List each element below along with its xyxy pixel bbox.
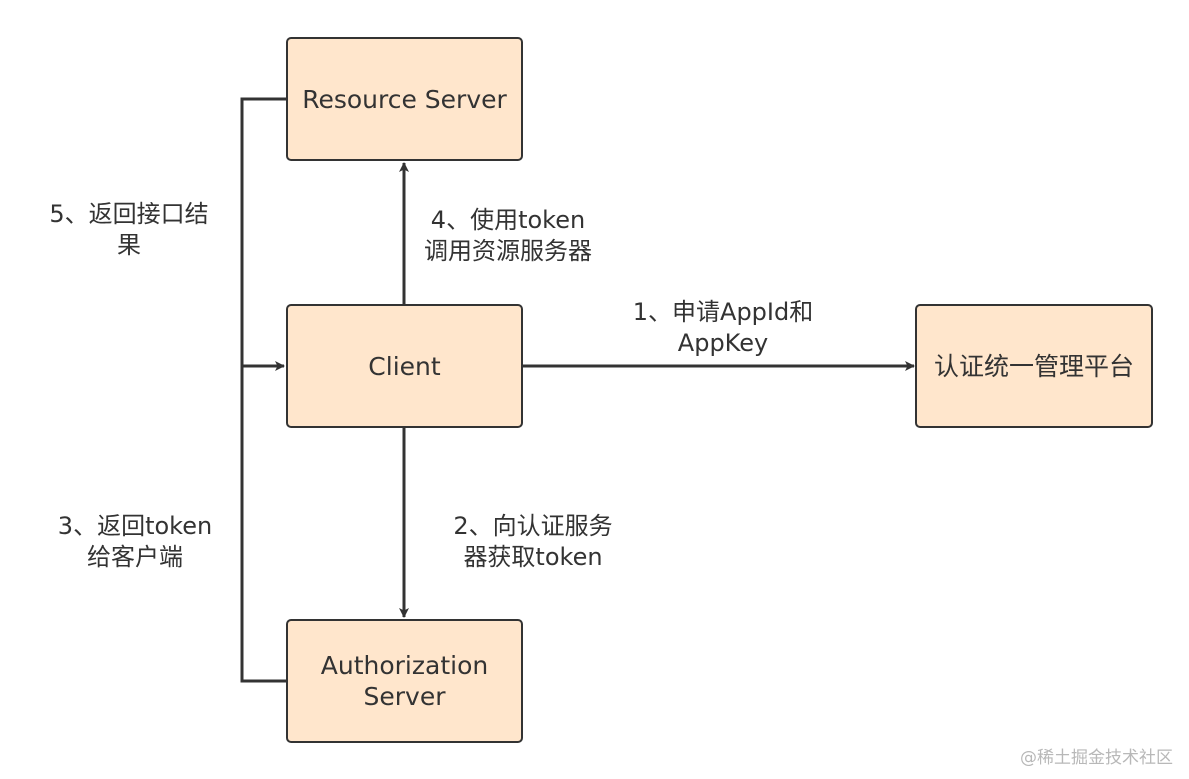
auth-platform-label: 认证统一管理平台 — [933, 351, 1134, 381]
step2-label: 2、向认证服务 器获取token — [453, 512, 613, 571]
authorization-server-node: Authorization Server — [286, 619, 523, 743]
step1-label: 1、申请AppId和 AppKey — [632, 298, 814, 357]
resource-server-label: Resource Server — [302, 84, 507, 114]
client-label: Client — [368, 351, 441, 381]
arrow-authorization-server-return — [240, 361, 287, 683]
step3-label: 3、返回token 给客户端 — [57, 512, 213, 571]
client-node: Client — [286, 304, 523, 428]
auth-platform-node: 认证统一管理平台 — [915, 304, 1153, 428]
authorization-server-label: Authorization Server — [320, 651, 489, 711]
step5-label: 5、返回接口结 果 — [49, 200, 209, 259]
step4-label: 4、使用token 调用资源服务器 — [424, 206, 592, 265]
arrow-resource-server-return — [240, 97, 287, 366]
watermark: @稀土掘金技术社区 — [1020, 748, 1173, 768]
resource-server-node: Resource Server — [286, 37, 523, 161]
